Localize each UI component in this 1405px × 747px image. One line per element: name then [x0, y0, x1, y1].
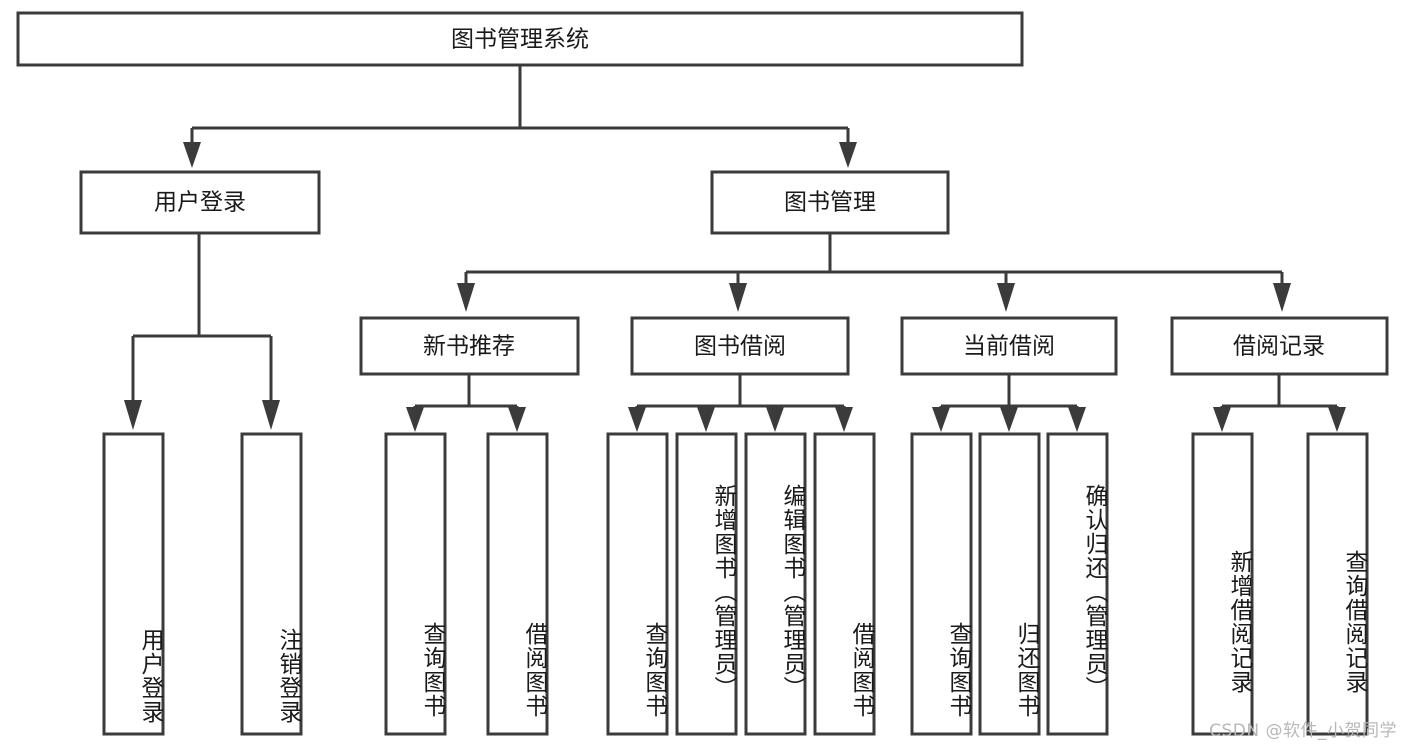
connector-borrowrecord-to-leaves [1213, 374, 1346, 432]
arrow-leaf-query-book-2 [628, 407, 646, 432]
leaf-borrow-book-2[interactable] [813, 432, 876, 736]
leaf-group-current-borrow [910, 432, 1109, 736]
arrow-leaf-query-record [1328, 407, 1346, 432]
node-book-borrow-label: 图书借阅 [694, 334, 786, 360]
arrow-leaf-confirm-return [1068, 407, 1086, 432]
leaf-group-book-borrow [606, 432, 876, 736]
arrow-leaf-borrow-book-2 [835, 407, 853, 432]
connector-userlogin-to-leaves [124, 233, 280, 430]
leaf-confirm-return[interactable] [1046, 432, 1109, 736]
leaf-borrow-book-1[interactable] [486, 432, 549, 736]
arrow-to-borrow-record [1273, 283, 1291, 312]
node-current-borrow-label: 当前借阅 [963, 334, 1055, 360]
connector-bookmanage-to-level2 [457, 233, 1291, 312]
leaf-group-borrow-record [1191, 432, 1369, 736]
leaf-group-new-book-rec [384, 432, 549, 736]
node-book-borrow[interactable]: 图书借阅 [630, 316, 850, 376]
arrow-to-new-book-rec [457, 283, 475, 312]
connector-bookborrow-to-leaves [628, 374, 853, 432]
node-root[interactable]: 图书管理系统 [16, 11, 1024, 67]
node-user-login[interactable]: 用户登录 [79, 170, 321, 235]
node-current-borrow[interactable]: 当前借阅 [900, 316, 1118, 376]
leaf-group-user-login [102, 432, 303, 736]
node-book-manage-label: 图书管理 [784, 190, 876, 216]
arrow-leaf-query-book-1 [406, 407, 424, 432]
arrow-leaf-user-login [124, 400, 142, 430]
leaf-query-book-2[interactable] [606, 432, 669, 736]
arrow-leaf-return-book [1000, 407, 1018, 432]
csdn-watermark: CSDN @软件_小贺同学 [1209, 721, 1397, 741]
arrow-leaf-add-record [1213, 407, 1231, 432]
connector-currentborrow-to-leaves [932, 374, 1086, 432]
arrow-leaf-edit-book [766, 407, 784, 432]
arrow-to-user-login [183, 142, 201, 168]
leaf-add-book[interactable] [675, 432, 738, 736]
node-root-label: 图书管理系统 [451, 27, 589, 53]
leaf-query-book-3[interactable] [910, 432, 973, 736]
leaf-return-book[interactable] [978, 432, 1041, 736]
node-borrow-record[interactable]: 借阅记录 [1170, 316, 1389, 376]
arrow-leaf-logout [262, 400, 280, 430]
node-book-manage[interactable]: 图书管理 [710, 170, 950, 235]
leaf-query-record[interactable] [1306, 432, 1369, 736]
node-new-book-rec[interactable]: 新书推荐 [359, 316, 580, 376]
arrow-leaf-borrow-book-1 [508, 407, 526, 432]
arrow-leaf-add-book [697, 407, 715, 432]
arrow-to-book-borrow [729, 283, 747, 312]
node-user-login-label: 用户登录 [154, 190, 246, 216]
node-new-book-rec-label: 新书推荐 [423, 334, 515, 360]
leaf-user-login[interactable] [102, 432, 165, 736]
arrow-leaf-query-book-3 [932, 407, 950, 432]
leaf-logout[interactable] [240, 432, 303, 736]
arrow-to-current-borrow [997, 283, 1015, 312]
leaf-add-record[interactable] [1191, 432, 1254, 736]
leaf-query-book-1[interactable] [384, 432, 447, 736]
connector-newbookrec-to-leaves [406, 374, 526, 432]
connector-root-to-level1 [183, 65, 857, 168]
arrow-to-book-manage [839, 142, 857, 168]
node-borrow-record-label: 借阅记录 [1233, 334, 1325, 360]
leaf-edit-book[interactable] [744, 432, 807, 736]
